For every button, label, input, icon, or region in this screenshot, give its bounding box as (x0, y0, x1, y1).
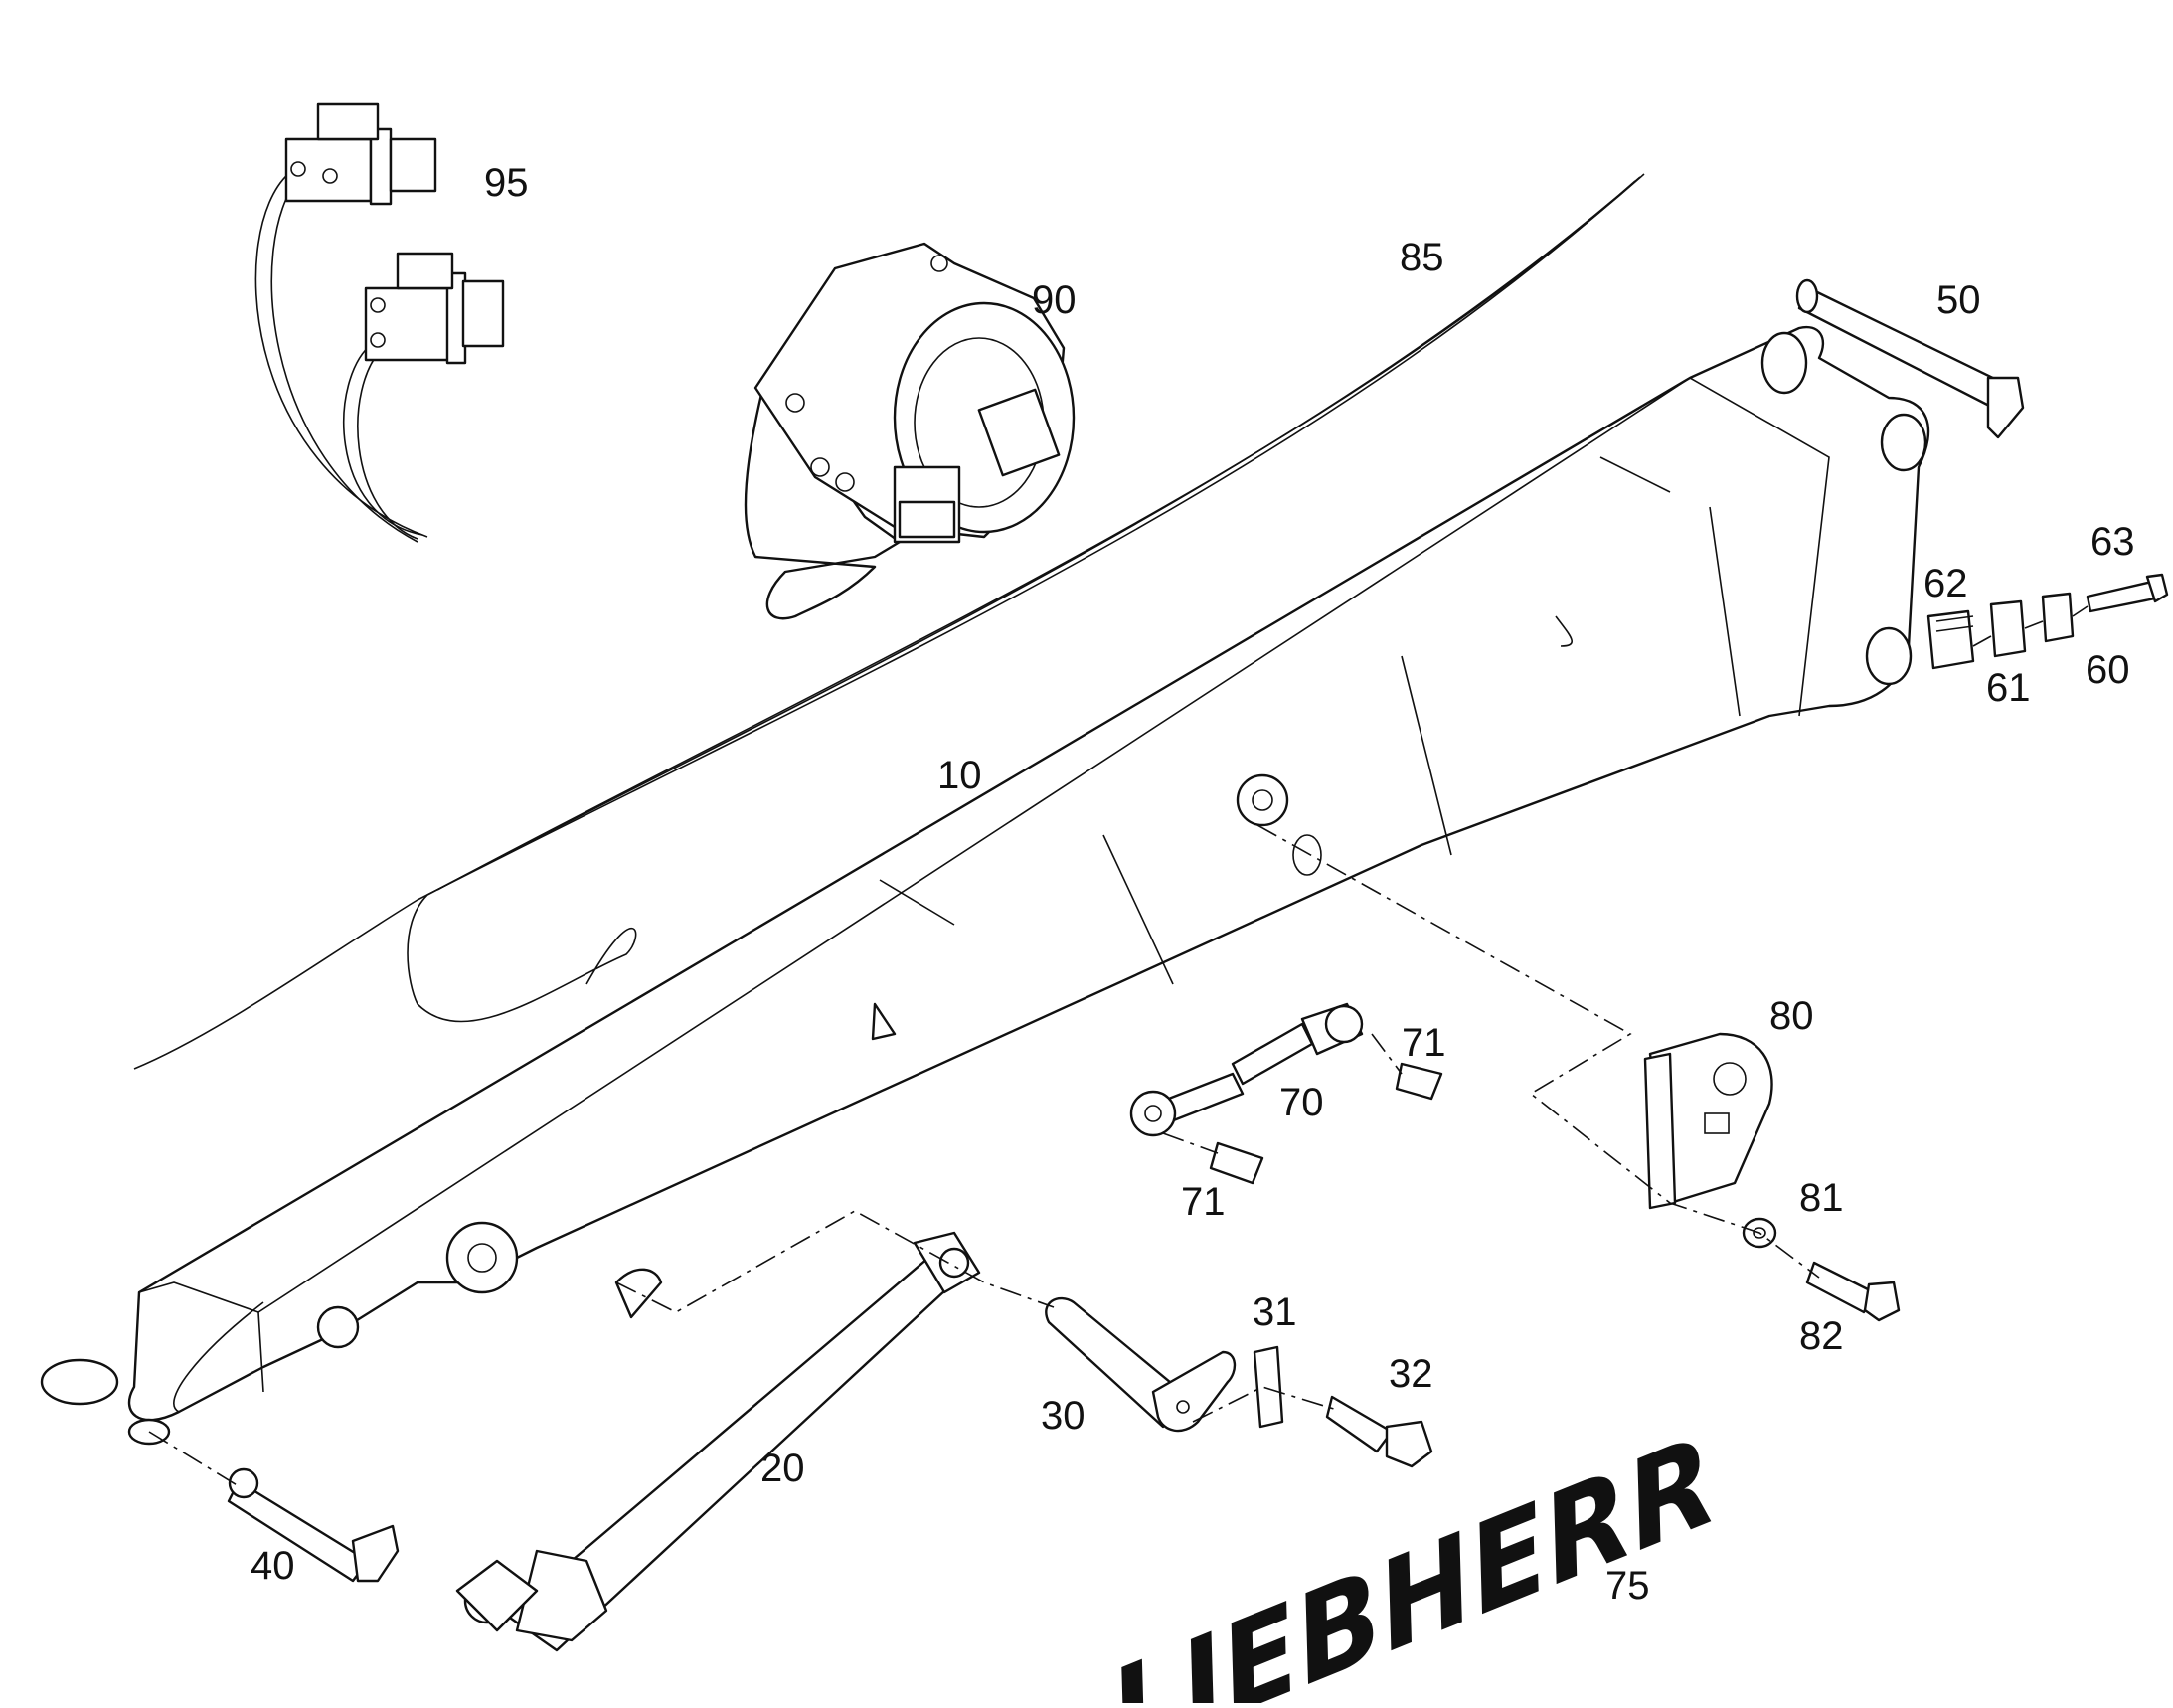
assembly-lines (148, 605, 2089, 1487)
boom-10 (40, 325, 1930, 1446)
connector-assembly-95 (254, 102, 505, 543)
label-71-upper: 71 (1402, 1021, 1446, 1065)
pin-30 (1045, 1296, 1237, 1433)
label-75: 75 (1605, 1564, 1650, 1608)
label-30: 30 (1041, 1394, 1086, 1438)
pin-71-upper (1395, 1062, 1443, 1101)
label-95: 95 (484, 161, 529, 205)
hydraulic-cylinder-20 (455, 1231, 981, 1652)
label-40: 40 (251, 1544, 295, 1588)
plate-31 (1253, 1345, 1284, 1429)
label-70: 70 (1279, 1081, 1324, 1124)
label-85: 85 (1400, 236, 1444, 279)
label-71-lower: 71 (1181, 1180, 1226, 1224)
label-90: 90 (1032, 278, 1077, 322)
plate-60 (2041, 592, 2075, 643)
label-61: 61 (1986, 666, 2031, 710)
label-62: 62 (1923, 562, 1968, 605)
bolt-32 (1325, 1395, 1433, 1468)
plate-set-62 (1926, 609, 1975, 670)
label-31: 31 (1253, 1290, 1297, 1334)
label-63: 63 (2090, 520, 2135, 564)
pin-71-lower (1209, 1141, 1264, 1185)
bolt-82 (1805, 1261, 1901, 1322)
label-80: 80 (1769, 994, 1814, 1038)
label-10: 10 (937, 754, 982, 797)
pin-50 (1795, 278, 2025, 439)
label-50: 50 (1936, 278, 1981, 322)
label-82: 82 (1799, 1314, 1844, 1358)
callout-labels: 95 90 85 50 63 62 61 60 10 80 71 70 71 8… (251, 161, 2135, 1608)
label-20: 20 (760, 1447, 805, 1490)
cable-harness-85 (133, 173, 1645, 1070)
bracket-80 (1643, 1032, 1773, 1210)
plate-61 (1989, 599, 2027, 658)
turnbuckle-70 (1129, 1002, 1364, 1137)
bolt-63 (2086, 573, 2169, 613)
rotary-sensor-90 (744, 242, 1076, 620)
label-81: 81 (1799, 1176, 1844, 1220)
pin-40 (227, 1467, 400, 1583)
label-60: 60 (2086, 648, 2130, 692)
label-32: 32 (1389, 1352, 1433, 1396)
